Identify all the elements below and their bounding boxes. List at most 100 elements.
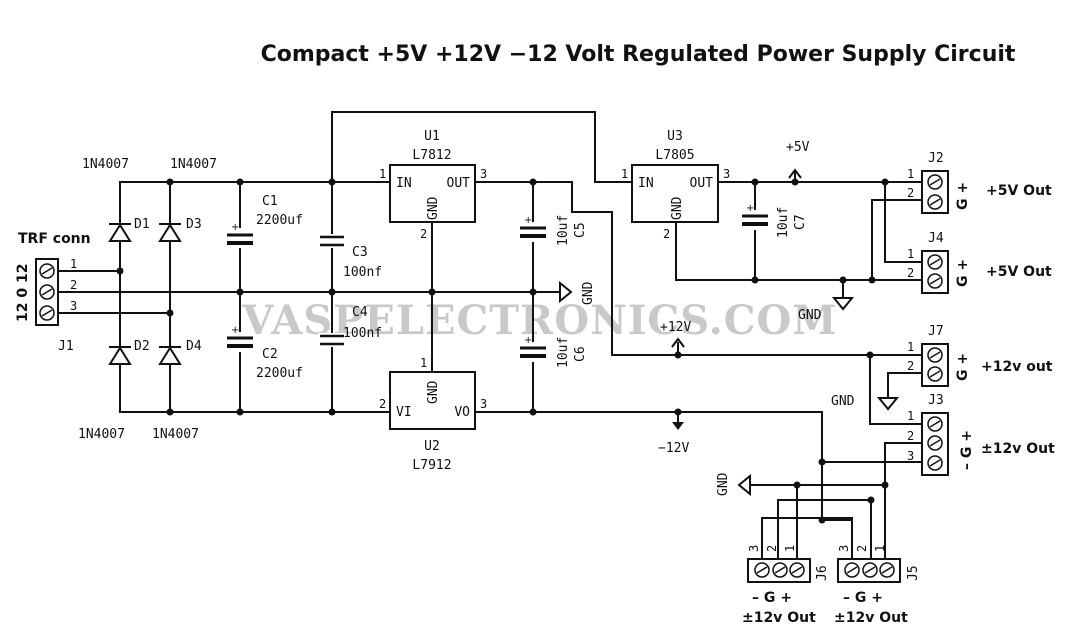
- capacitor-c5: 10uf C5: [518, 213, 588, 246]
- regulator-u2-ref: U2: [424, 439, 440, 454]
- j3-pin-2: 2: [907, 429, 914, 443]
- capacitor-c4-ref: C4: [352, 305, 368, 320]
- capacitor-c2-value: 2200uf: [256, 366, 303, 381]
- diode-d3: D3 1N4007: [158, 157, 217, 242]
- j1-pin-2: 2: [70, 278, 77, 292]
- output-connector-j2: J2 1 2 G + +5V Out: [907, 151, 1052, 214]
- net-plus5v: +5V: [786, 140, 810, 179]
- gnd-5v-label: GND: [798, 308, 822, 323]
- ground-icon: [559, 280, 573, 304]
- diode-d1-ref: D1: [134, 217, 150, 232]
- transformer-taps-label: 12 0 12: [15, 264, 31, 322]
- j5-polarity: – G +: [843, 590, 883, 606]
- gnd-symbol-5v: GND: [798, 297, 855, 323]
- ground-icon: [737, 473, 751, 497]
- j2-polarity: G +: [955, 182, 971, 210]
- diode-d4-ref: D4: [186, 339, 202, 354]
- screw-terminal-icon: [789, 562, 805, 578]
- capacitor-c5-ref: C5: [573, 222, 588, 238]
- j1-ref: J1: [58, 339, 74, 354]
- diode-d2: D2 1N4007: [78, 339, 150, 442]
- diode-d2-part: 1N4007: [78, 427, 125, 442]
- j6-pin-3: 3: [747, 545, 761, 552]
- regulator-u3-pin-in: IN: [638, 176, 654, 191]
- j4-pin-1: 1: [907, 247, 914, 261]
- capacitor-c2-ref: C2: [262, 347, 278, 362]
- j3-output-label: ±12v Out: [981, 441, 1055, 457]
- power-arrow-icon: [672, 422, 684, 430]
- capacitor-c2: C2 2200uf: [225, 323, 303, 381]
- capacitor-c4: C4 100nf: [318, 305, 382, 347]
- j3-ref: J3: [928, 393, 944, 408]
- regulator-u1-ref: U1: [424, 129, 440, 144]
- j6-pin-1: 1: [783, 545, 797, 552]
- diagram-title: Compact +5V +12V −12 Volt Regulated Powe…: [261, 42, 1016, 67]
- j5-output-label: ±12v Out: [834, 610, 908, 626]
- j5-pin-2: 2: [855, 545, 869, 552]
- output-connector-j6: J6 3 2 1 – G + ±12v Out: [742, 545, 830, 626]
- gnd-center-label: GND: [581, 281, 596, 305]
- regulator-u2-pin-out: VO: [454, 405, 470, 420]
- ground-icon: [831, 297, 855, 311]
- regulator-u1-pin-out: OUT: [447, 176, 471, 191]
- diode-icon: [158, 346, 182, 365]
- capacitor-c6: 10uf C6: [518, 333, 588, 368]
- j7-output-label: +12v out: [981, 359, 1053, 375]
- j2-pin-1: 1: [907, 167, 914, 181]
- screw-terminal-icon: [772, 562, 788, 578]
- j4-polarity: G +: [955, 259, 971, 287]
- regulator-u3-pin-num-out: 3: [723, 167, 730, 181]
- j4-ref: J4: [928, 231, 944, 246]
- screw-terminal-icon: [927, 194, 943, 210]
- j7-pin-1: 1: [907, 340, 914, 354]
- capacitor-c3-ref: C3: [352, 245, 368, 260]
- capacitor-c1-ref: C1: [262, 194, 278, 209]
- regulator-u2-pin-gnd: GND: [426, 380, 441, 404]
- j3-polarity: – G +: [959, 430, 975, 470]
- j5-pin-3: 3: [837, 545, 851, 552]
- screw-terminal-icon: [39, 305, 55, 321]
- power-arrow-icon: [671, 337, 685, 348]
- regulator-u2-pin-in: VI: [396, 405, 412, 420]
- output-connector-j3: J3 1 2 3 – G + ±12v Out: [907, 393, 1055, 476]
- diode-d3-part: 1N4007: [170, 157, 217, 172]
- screw-terminal-icon: [927, 347, 943, 363]
- j3-pin-3: 3: [907, 449, 914, 463]
- screw-terminal-icon: [927, 273, 943, 289]
- diode-d2-ref: D2: [134, 339, 150, 354]
- screw-terminal-icon: [927, 435, 943, 451]
- j5-pin-1: 1: [873, 545, 887, 552]
- regulator-u1-pin-num-gnd: 2: [420, 227, 427, 241]
- j6-polarity: – G +: [752, 590, 792, 606]
- capacitor-c3: C3 100nf: [318, 234, 382, 280]
- j6-output-label: ±12v Out: [742, 610, 816, 626]
- screw-terminal-icon: [927, 174, 943, 190]
- diode-d4: D4 1N4007: [152, 339, 202, 442]
- regulator-u3-pin-num-in: 1: [621, 167, 628, 181]
- regulator-u1-part: L7812: [412, 148, 451, 163]
- j3-pin-1: 1: [907, 409, 914, 423]
- gnd-split-label: GND: [716, 472, 731, 496]
- output-connector-j7: J7 1 2 G + +12v out: [907, 324, 1053, 387]
- j2-pin-2: 2: [907, 186, 914, 200]
- screw-terminal-icon: [927, 416, 943, 432]
- diode-d4-part: 1N4007: [152, 427, 199, 442]
- diode-d3-ref: D3: [186, 217, 202, 232]
- capacitor-c1-value: 2200uf: [256, 213, 303, 228]
- gnd-symbol-12v: GND: [831, 394, 900, 411]
- screw-terminal-icon: [844, 562, 860, 578]
- gnd-symbol-split: GND: [716, 472, 751, 497]
- j5-ref: J5: [906, 565, 921, 581]
- capacitor-c6-ref: C6: [573, 346, 588, 362]
- regulator-u2-part: L7912: [412, 458, 451, 473]
- net-plus5v-label: +5V: [786, 140, 810, 155]
- diode-d1: D1 1N4007: [82, 157, 150, 242]
- screw-terminal-icon: [927, 366, 943, 382]
- gnd-symbol-center: GND: [559, 280, 596, 305]
- capacitor-c7-ref: C7: [793, 214, 808, 230]
- screw-terminal-icon: [862, 562, 878, 578]
- transformer-connector-name: TRF conn: [18, 231, 91, 247]
- regulator-u3-pin-out: OUT: [690, 176, 714, 191]
- j4-pin-2: 2: [907, 266, 914, 280]
